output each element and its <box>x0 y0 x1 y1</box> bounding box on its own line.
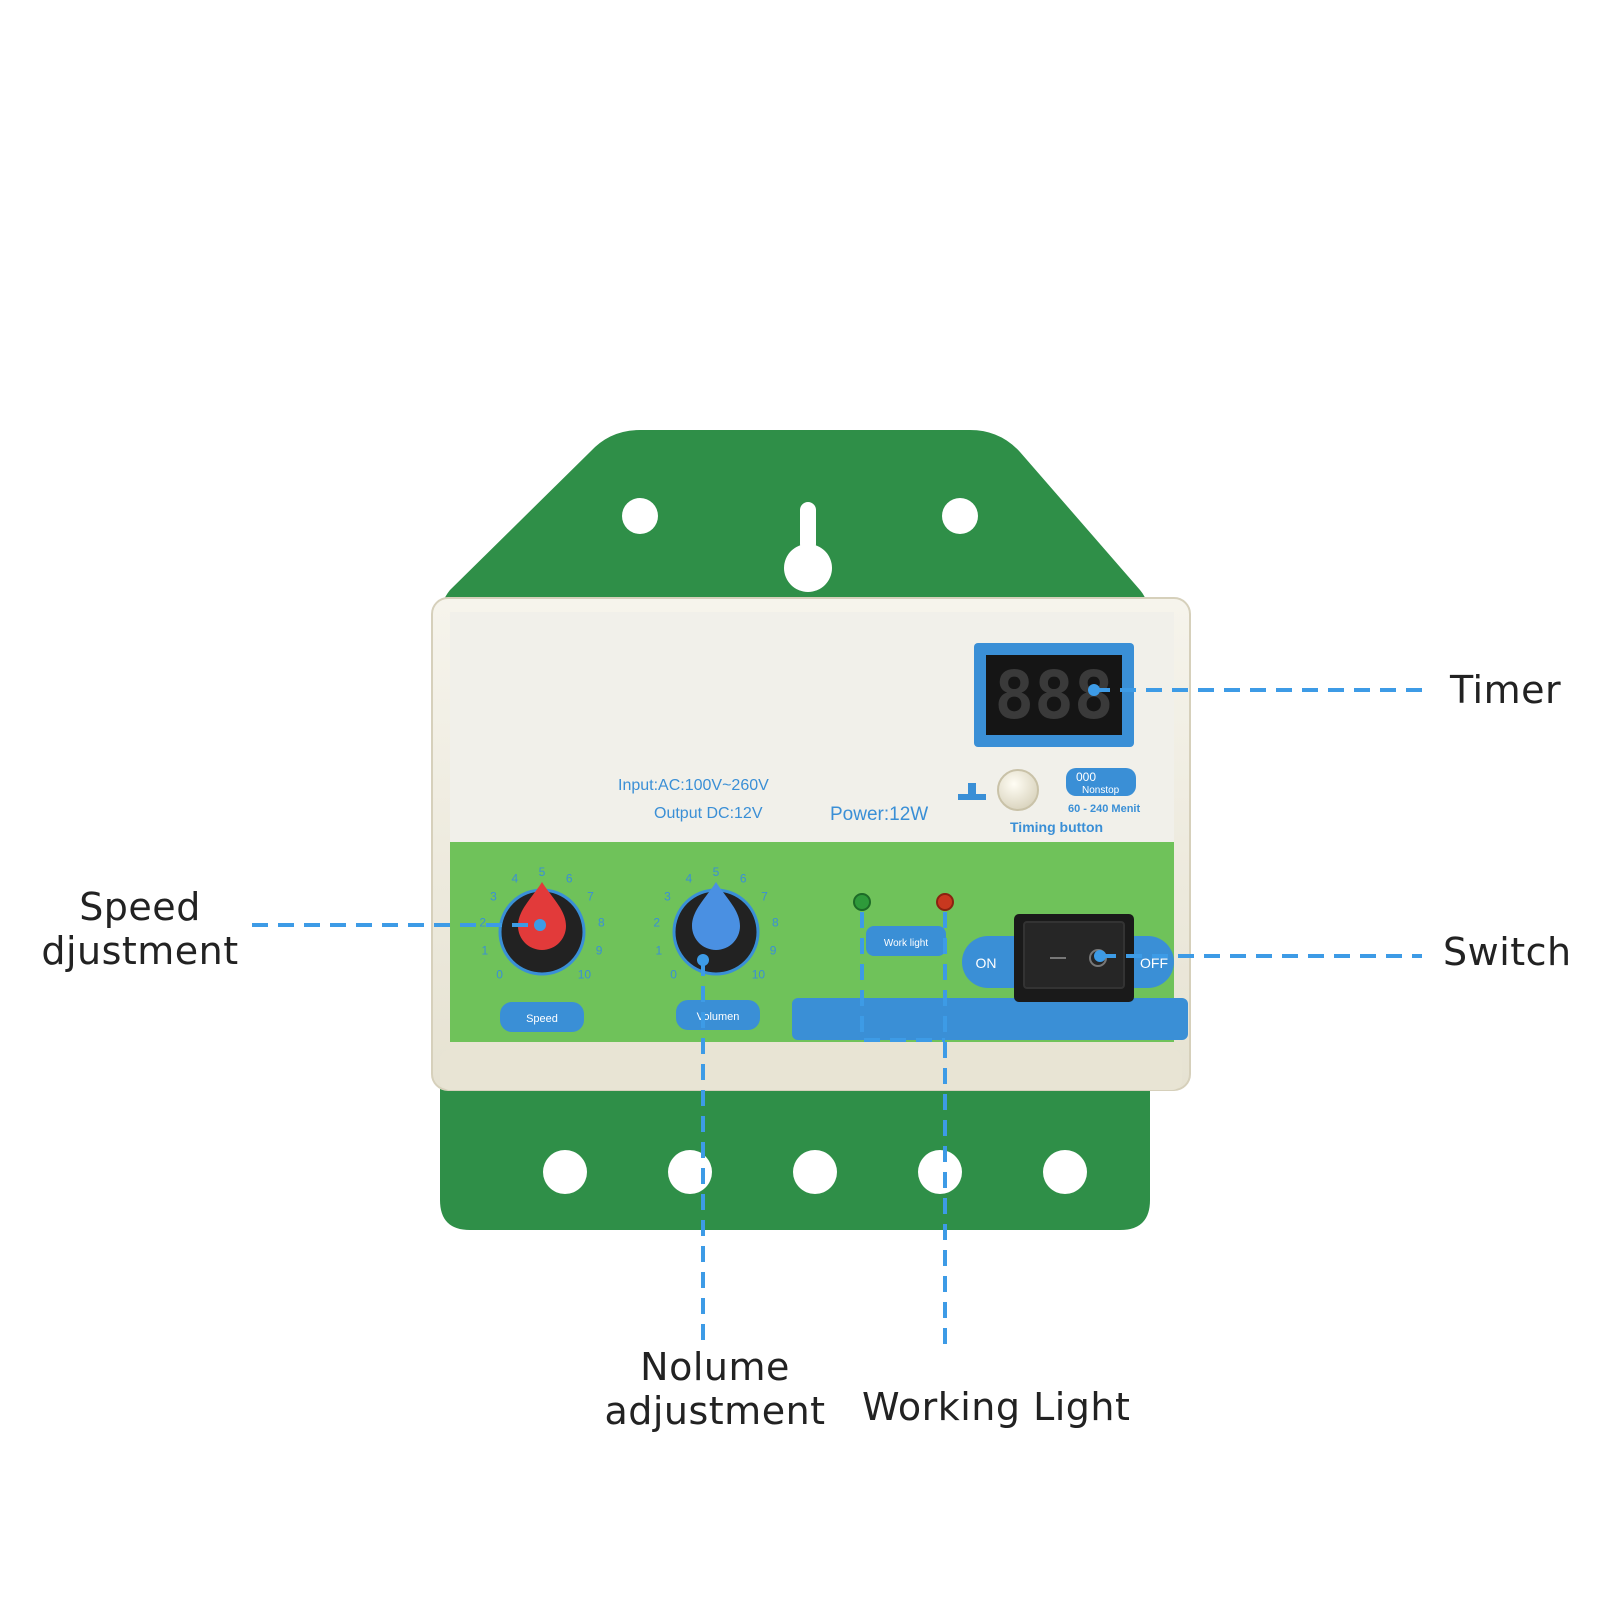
timer-badge-bottom: Nonstop <box>1082 785 1120 796</box>
timing-button-label: Timing button <box>1010 819 1103 835</box>
dial-number: 1 <box>482 944 489 958</box>
working-light-callout-bracket <box>860 912 945 1042</box>
push-icon <box>958 783 986 800</box>
green-indicator-led <box>853 893 871 911</box>
timer-range: 60 - 240 Menit <box>1068 803 1140 815</box>
input-spec: Input:AC:100V~260V <box>618 777 769 794</box>
dial-number: 8 <box>772 916 779 930</box>
rocker-switch[interactable] <box>1023 921 1125 989</box>
timer-mode-badge <box>1066 768 1136 796</box>
work-light-label: Work light <box>884 938 928 949</box>
mount-hole <box>668 1150 712 1194</box>
work-light-label-pill <box>866 926 946 956</box>
volume-knob-group: 01 234 5 678 9 10 <box>653 865 779 981</box>
dial-number: 4 <box>511 872 518 886</box>
dial-number: 2 <box>479 916 486 930</box>
dial-number: 5 <box>713 865 720 879</box>
dial-number: 7 <box>587 890 594 904</box>
volume-callout-line1: Nolume <box>640 1345 790 1389</box>
dial-number: 1 <box>656 944 663 958</box>
dial-number: 0 <box>670 967 677 981</box>
switch-off-label: OFF <box>1140 955 1168 971</box>
mount-hole <box>543 1150 587 1194</box>
switch-callout-label: Switch <box>1443 930 1572 974</box>
speed-knob-group: 01 234 5 678 9 10 <box>479 865 605 981</box>
red-indicator-led <box>936 893 954 911</box>
dial-number: 4 <box>685 872 692 886</box>
working-light-callout-label: Working Light <box>862 1385 1131 1429</box>
dial-number: 6 <box>740 872 747 886</box>
dial-number: 3 <box>664 890 671 904</box>
switch-on-label: ON <box>976 955 997 971</box>
dial-number: 7 <box>761 890 768 904</box>
mount-hole <box>942 498 978 534</box>
volume-knob[interactable] <box>692 882 740 950</box>
timer-callout-label: Timer <box>1450 668 1562 712</box>
dial-number: 6 <box>566 872 573 886</box>
mount-hole <box>622 498 658 534</box>
timer-badge-top: 000 <box>1076 770 1096 784</box>
dial-number: 0 <box>496 967 503 981</box>
speed-callout-dot <box>534 919 546 931</box>
volume-label: Volumen <box>697 1011 740 1023</box>
dial-number: 3 <box>490 890 497 904</box>
dial-number: 10 <box>752 967 766 981</box>
dial-number: 10 <box>578 967 592 981</box>
dial-number: 2 <box>653 916 660 930</box>
dial-number: 9 <box>770 944 777 958</box>
switch-callout-dot <box>1094 950 1106 962</box>
speed-callout-line2: djustment <box>41 929 239 973</box>
volume-callout-dot <box>697 954 709 966</box>
speed-callout-label: Speed djustment <box>20 885 260 973</box>
volume-callout-label: Nolume adjustment <box>585 1345 845 1433</box>
mount-hole <box>1043 1150 1087 1194</box>
dial-number: 9 <box>596 944 603 958</box>
volume-label-pill <box>676 1000 760 1030</box>
timer-display: 888 <box>974 643 1134 747</box>
case-bottom-lip <box>440 1050 1182 1090</box>
speed-knob[interactable] <box>518 882 566 950</box>
keyhole-slot <box>784 502 832 592</box>
timing-button[interactable] <box>997 769 1039 811</box>
output-spec: Output DC:12V <box>654 805 763 822</box>
dial-number: 5 <box>539 865 546 879</box>
mount-hole <box>918 1150 962 1194</box>
power-spec: Power:12W <box>830 804 928 825</box>
speed-callout-line1: Speed <box>79 885 201 929</box>
volume-callout-line2: adjustment <box>604 1389 826 1433</box>
speed-label: Speed <box>526 1013 558 1025</box>
panel-blue-strip <box>792 998 1188 1040</box>
mount-hole <box>793 1150 837 1194</box>
timer-callout-dot <box>1088 684 1100 696</box>
speed-label-pill <box>500 1002 584 1032</box>
dial-number: 8 <box>598 916 605 930</box>
